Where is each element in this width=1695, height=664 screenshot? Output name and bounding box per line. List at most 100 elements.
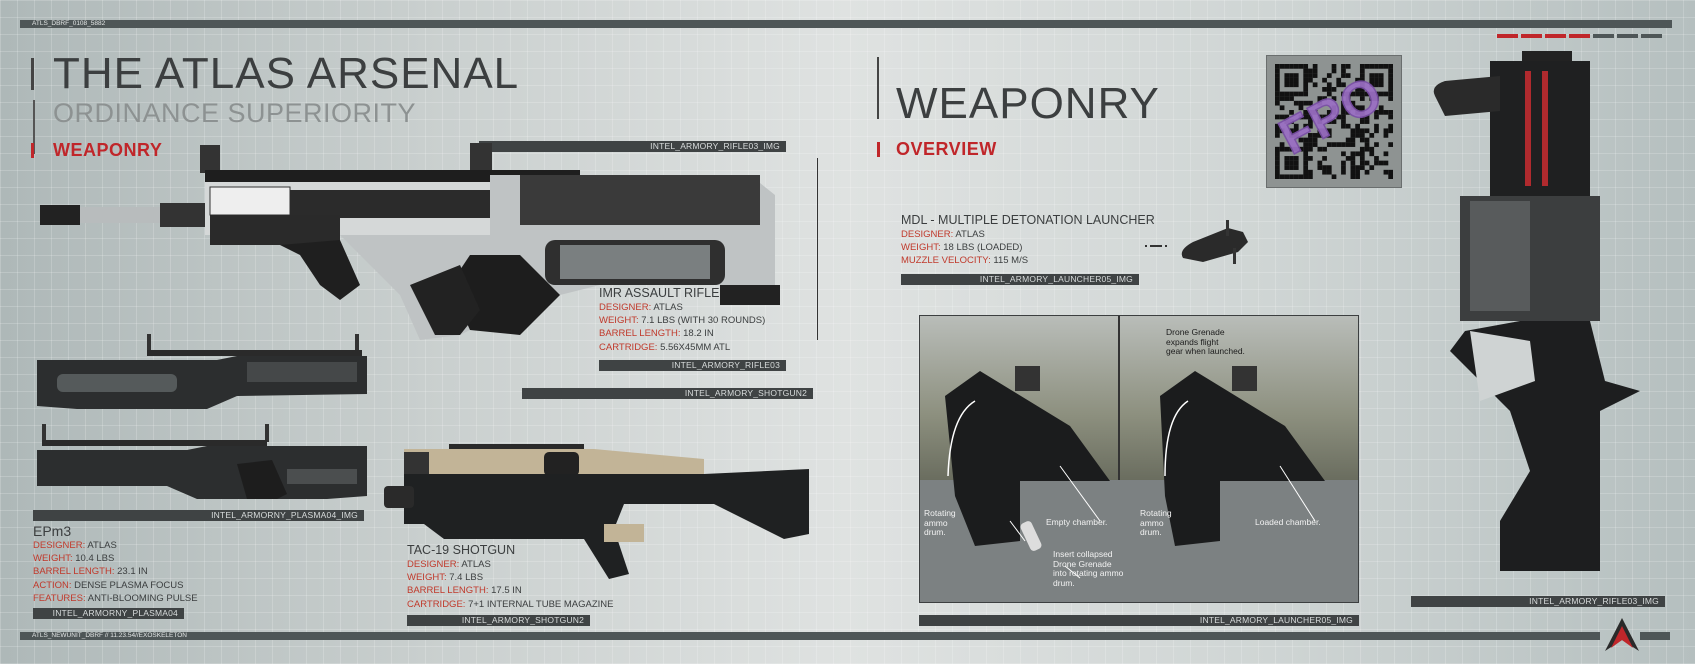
plasma-img-label: INTEL_ARMORNY_PLASMA04_IMG xyxy=(33,510,364,521)
shotgun-label: INTEL_ARMORY_SHOTGUN2 xyxy=(407,615,590,626)
callout-loaded-chamber: Loaded chamber. xyxy=(1255,517,1321,527)
spec-value: 18 LBS (LOADED) xyxy=(943,242,1023,254)
spec-key: DESIGNER: xyxy=(407,559,460,570)
spec-value: 18.2 IN xyxy=(683,328,714,340)
mdl-launcher-vertical-image xyxy=(1433,51,1640,571)
spec-value: ATLAS xyxy=(653,302,683,313)
spec-value: ATLAS xyxy=(955,229,985,240)
spec-key: BARREL LENGTH: xyxy=(599,328,681,340)
scene-divider xyxy=(1118,316,1120,480)
page-progress-indicator xyxy=(1497,34,1662,38)
weapon-name: IMR ASSAULT RIFLE xyxy=(599,286,720,300)
spec-row: DESIGNER: ATLAS xyxy=(33,539,198,552)
spec-key: BARREL LENGTH: xyxy=(33,566,115,578)
callout-rotating-right: Rotating ammo drum. xyxy=(1140,508,1172,537)
drone-grenade-icon xyxy=(1181,220,1248,264)
rifle-label: INTEL_ARMORY_RIFLE03 xyxy=(599,360,786,371)
launcher-img-label: INTEL_ARMORY_LAUNCHER05_IMG xyxy=(901,274,1139,285)
launcher-diagram-label: INTEL_ARMORY_LAUNCHER05_IMG xyxy=(919,615,1359,626)
spec-row: FEATURES: ANTI-BLOOMING PULSE xyxy=(33,592,198,605)
qr-pattern xyxy=(1275,64,1393,179)
spec-key: DESIGNER: xyxy=(901,229,954,240)
rifle-img-label: INTEL_ARMORY_RIFLE03_IMG xyxy=(479,141,786,152)
spec-key: BARREL LENGTH: xyxy=(407,585,489,597)
spec-value: ANTI-BLOOMING PULSE xyxy=(87,592,198,604)
rifle-vertical-img-label: INTEL_ARMORY_RIFLE03_IMG xyxy=(1411,596,1665,607)
subtitle-accent xyxy=(33,100,35,154)
mdl-specs: MDL - MULTIPLE DETONATION LAUNCHER DESIG… xyxy=(901,213,1155,268)
spec-row: WEIGHT: 7.1 LBS (WITH 30 ROUNDS) xyxy=(599,314,765,327)
section-accent xyxy=(31,143,34,158)
spec-row: CARTRIDGE: 5.56X45MM ATL xyxy=(599,341,765,354)
spec-key: ACTION: xyxy=(33,579,72,591)
launcher-illustrations xyxy=(945,366,1325,579)
spec-key: WEIGHT: xyxy=(901,242,941,254)
atlas-logo xyxy=(1605,618,1639,651)
callout-insert: Insert collapsed Drone Grenade into rota… xyxy=(1053,549,1124,588)
spec-row: DESIGNER: ATLAS xyxy=(901,228,1155,241)
spec-row: BARREL LENGTH: 17.5 IN xyxy=(407,584,614,597)
spec-value: 7.1 LBS (WITH 30 ROUNDS) xyxy=(641,315,766,327)
spec-row: DESIGNER: ATLAS xyxy=(407,558,614,571)
top-bar: ATLS_DBRF_0108_5882 xyxy=(20,20,1672,28)
spec-value: 7.4 LBS xyxy=(449,572,484,584)
title-accent xyxy=(31,58,34,90)
spec-row: ACTION: DENSE PLASMA FOCUS xyxy=(33,579,198,592)
progress-segment xyxy=(1617,34,1638,38)
spec-value: 23.1 IN xyxy=(117,566,148,578)
spec-key: FEATURES: xyxy=(33,592,86,604)
shotgun-top-label: INTEL_ARMORY_SHOTGUN2 xyxy=(522,388,813,399)
weapon-name: EPm3 xyxy=(33,523,72,539)
spec-key: CARTRIDGE: xyxy=(407,598,466,610)
section-heading: WEAPONRY xyxy=(53,140,163,160)
epm3-image-side-b xyxy=(37,424,367,499)
qr-code: FPO xyxy=(1266,55,1402,188)
connector-line xyxy=(1145,245,1167,247)
launcher-loading-diagram: Drone Grenade expands flight gear when l… xyxy=(919,315,1359,603)
spec-row: DESIGNER: ATLAS xyxy=(599,301,765,314)
spec-key: WEIGHT: xyxy=(33,553,73,565)
spec-value: ATLAS xyxy=(87,540,117,551)
right-title-accent xyxy=(877,57,879,119)
progress-segment xyxy=(1521,34,1542,38)
spec-key: DESIGNER: xyxy=(599,302,652,313)
epm3-image-side-a xyxy=(37,334,367,409)
page-subtitle: ORDINANCE SUPERIORITY xyxy=(53,98,417,128)
footer-bar-right xyxy=(1640,632,1670,640)
plasma-label: INTEL_ARMORNY_PLASMA04 xyxy=(33,608,184,619)
spec-row: MUZZLE VELOCITY: 115 M/S xyxy=(901,254,1155,267)
tac19-shotgun-image xyxy=(384,444,809,579)
spec-key: MUZZLE VELOCITY: xyxy=(901,255,991,267)
right-section-accent xyxy=(877,142,880,157)
callout-drone-grenade: Drone Grenade expands flight gear when l… xyxy=(1166,327,1245,356)
imr-assault-rifle-image xyxy=(40,143,780,340)
progress-segment xyxy=(1593,34,1614,38)
spec-row: WEIGHT: 7.4 LBS xyxy=(407,571,614,584)
spec-value: 115 M/S xyxy=(993,255,1029,267)
spec-row: CARTRIDGE: 7+1 INTERNAL TUBE MAGAZINE xyxy=(407,598,614,611)
progress-segment xyxy=(1569,34,1590,38)
footer-text: ATLS_NEWUNIT_DBRF // 11.23.54//EXOSKELET… xyxy=(32,632,187,639)
spec-value: 5.56X45MM ATL xyxy=(660,341,731,353)
spec-row: BARREL LENGTH: 18.2 IN xyxy=(599,327,765,340)
spec-key: CARTRIDGE: xyxy=(599,341,658,353)
spec-value: 7+1 INTERNAL TUBE MAGAZINE xyxy=(468,598,614,610)
spec-row: WEIGHT: 18 LBS (LOADED) xyxy=(901,241,1155,254)
footer-bar: ATLS_NEWUNIT_DBRF // 11.23.54//EXOSKELET… xyxy=(20,632,1600,640)
spec-key: WEIGHT: xyxy=(599,315,639,327)
spec-value: 10.4 LBS xyxy=(75,553,115,565)
spec-row: WEIGHT: 10.4 LBS xyxy=(33,552,198,565)
spec-row: BARREL LENGTH: 23.1 IN xyxy=(33,565,198,578)
spec-value: DENSE PLASMA FOCUS xyxy=(74,579,184,591)
spec-value: 17.5 IN xyxy=(491,585,522,597)
page-title: THE ATLAS ARSENAL xyxy=(53,49,520,98)
progress-segment xyxy=(1497,34,1518,38)
callout-empty-chamber: Empty chamber. xyxy=(1046,517,1108,527)
progress-segment xyxy=(1641,34,1662,38)
spec-key: DESIGNER: xyxy=(33,540,86,551)
spec-value: ATLAS xyxy=(461,559,491,570)
right-section-heading: OVERVIEW xyxy=(896,139,997,159)
